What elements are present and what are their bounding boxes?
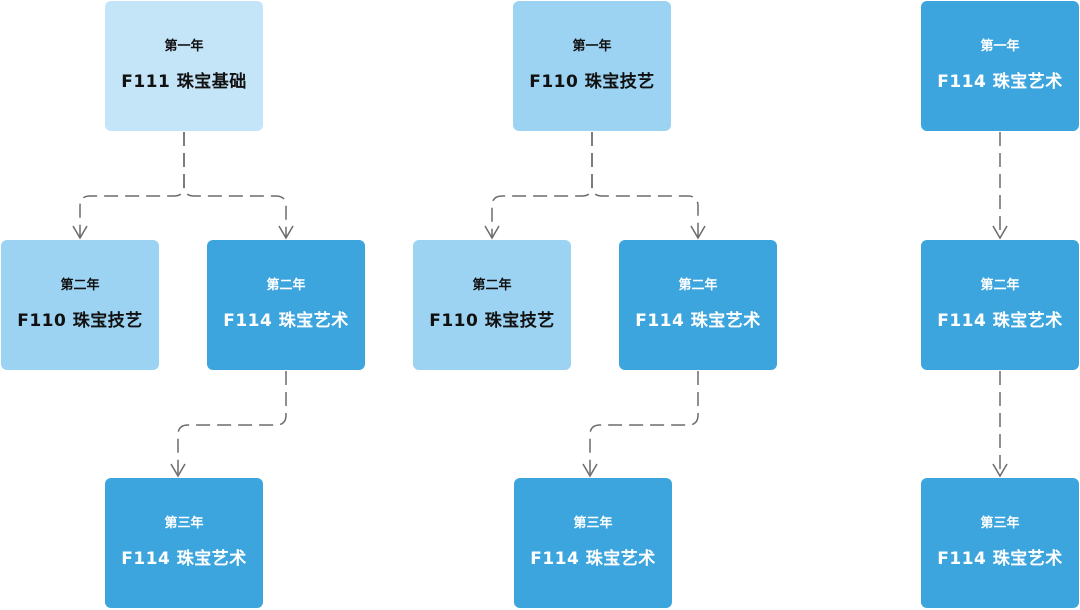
year-label: 第三年 bbox=[164, 516, 204, 531]
course-node-p3-year3: 第三年 F114 珠宝艺术 bbox=[921, 478, 1079, 608]
course-node-p3-year2: 第二年 F114 珠宝艺术 bbox=[921, 240, 1079, 370]
course-node-p1-year2-right: 第二年 F114 珠宝艺术 bbox=[207, 240, 365, 370]
arrowhead-icon bbox=[484, 225, 500, 240]
course-label: F111 珠宝基础 bbox=[121, 72, 247, 92]
course-node-p2-year3: 第三年 F114 珠宝艺术 bbox=[514, 478, 672, 608]
course-label: F114 珠宝艺术 bbox=[223, 311, 349, 331]
connector-p1-y2-to-y3 bbox=[177, 371, 287, 476]
year-label: 第一年 bbox=[164, 39, 204, 54]
course-label: F110 珠宝技艺 bbox=[529, 72, 655, 92]
year-label: 第二年 bbox=[678, 278, 718, 293]
connector-p1-y1-to-y2-left bbox=[79, 132, 185, 238]
year-label: 第一年 bbox=[572, 39, 612, 54]
arrowhead-icon bbox=[690, 225, 706, 240]
year-label: 第二年 bbox=[980, 278, 1020, 293]
year-label: 第二年 bbox=[60, 278, 100, 293]
course-node-p1-year3: 第三年 F114 珠宝艺术 bbox=[105, 478, 263, 608]
course-label: F114 珠宝艺术 bbox=[530, 549, 656, 569]
course-label: F114 珠宝艺术 bbox=[121, 549, 247, 569]
course-node-p3-year1: 第一年 F114 珠宝艺术 bbox=[921, 1, 1079, 131]
year-label: 第三年 bbox=[573, 516, 613, 531]
arrowhead-icon bbox=[992, 463, 1008, 478]
course-node-p2-year2-left: 第二年 F110 珠宝技艺 bbox=[413, 240, 571, 370]
arrowhead-icon bbox=[582, 463, 598, 478]
course-label: F110 珠宝技艺 bbox=[17, 311, 143, 331]
course-label: F114 珠宝艺术 bbox=[635, 311, 761, 331]
arrowhead-icon bbox=[170, 463, 186, 478]
arrowhead-icon bbox=[278, 225, 294, 240]
year-label: 第三年 bbox=[980, 516, 1020, 531]
arrowhead-icon bbox=[72, 225, 88, 240]
year-label: 第一年 bbox=[980, 39, 1020, 54]
course-label: F110 珠宝技艺 bbox=[429, 311, 555, 331]
course-node-p2-year1: 第一年 F110 珠宝技艺 bbox=[513, 1, 671, 131]
connector-p2-y1-to-y2-right bbox=[591, 132, 699, 238]
year-label: 第二年 bbox=[472, 278, 512, 293]
year-label: 第二年 bbox=[266, 278, 306, 293]
course-node-p1-year2-left: 第二年 F110 珠宝技艺 bbox=[1, 240, 159, 370]
course-label: F114 珠宝艺术 bbox=[937, 549, 1063, 569]
connector-p1-y1-to-y2-right bbox=[183, 132, 287, 238]
course-label: F114 珠宝艺术 bbox=[937, 311, 1063, 331]
arrowhead-icon bbox=[992, 225, 1008, 240]
connector-p2-y2-to-y3 bbox=[589, 371, 699, 476]
course-node-p1-year1: 第一年 F111 珠宝基础 bbox=[105, 1, 263, 131]
connector-p2-y1-to-y2-left bbox=[491, 132, 593, 238]
course-label: F114 珠宝艺术 bbox=[937, 72, 1063, 92]
course-node-p2-year2-right: 第二年 F114 珠宝艺术 bbox=[619, 240, 777, 370]
